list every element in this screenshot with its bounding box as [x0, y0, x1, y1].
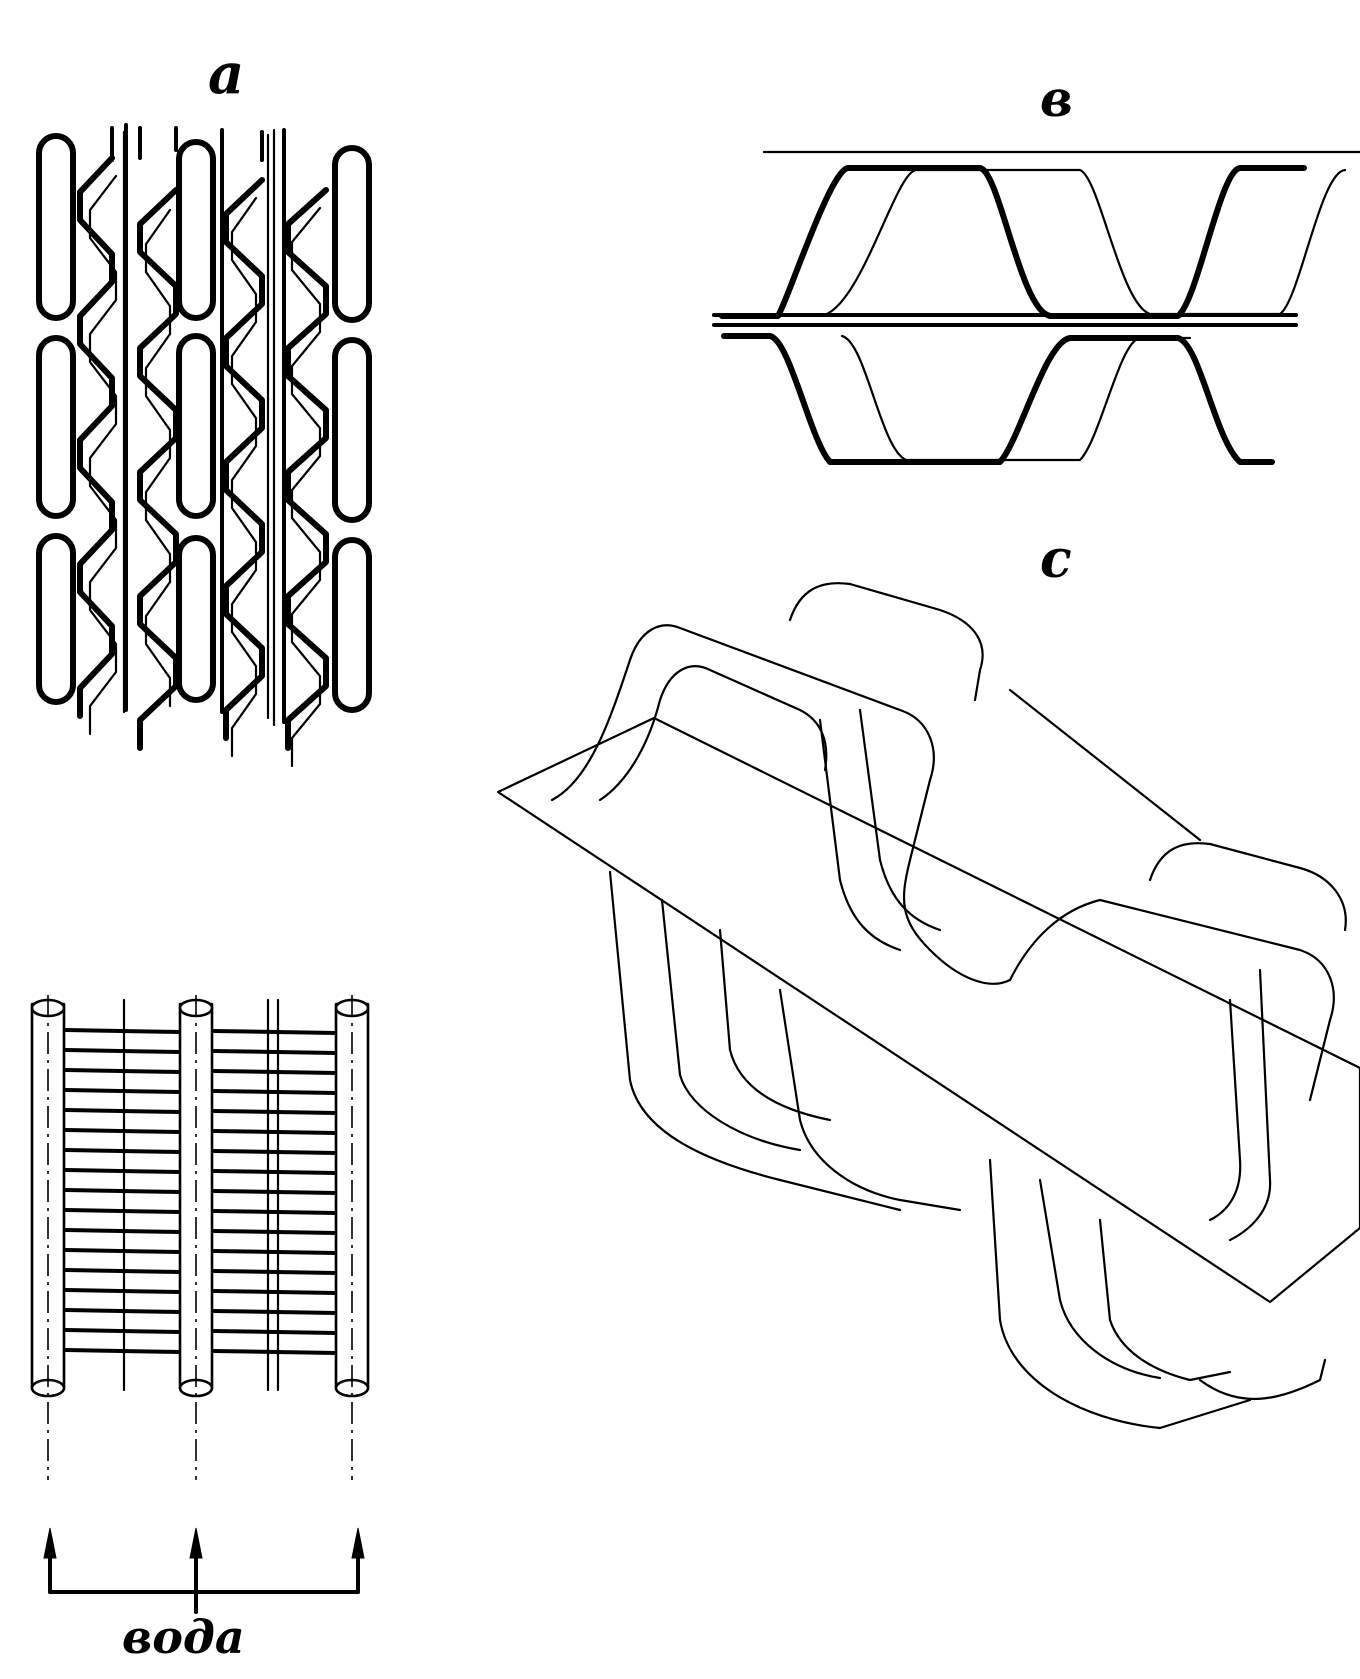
fin-line [212, 1289, 338, 1295]
oval-tube [36, 335, 76, 519]
upper-fin-back [818, 168, 1347, 318]
fin-line [212, 1089, 338, 1095]
upper-arch-1-inner [598, 665, 828, 802]
fin-line [212, 1149, 338, 1155]
figure-label-v: в [1040, 69, 1073, 128]
lower-loop [608, 870, 902, 1212]
oval-tube [332, 337, 372, 523]
zigzag-fin [290, 206, 322, 768]
fin-line [212, 1169, 338, 1175]
figure-label-a: а [208, 41, 245, 107]
fig-a-fin-plan-view [36, 123, 372, 768]
fin-line [212, 1049, 338, 1055]
oval-tube [332, 537, 372, 713]
zigzag-fin [144, 208, 172, 708]
zigzag-fin [230, 196, 258, 758]
fin-line [212, 1229, 338, 1235]
fin-line [212, 1129, 338, 1135]
lower-loop [1038, 1178, 1162, 1380]
fig-a-tube-bundle-side-view [30, 995, 370, 1480]
figure-label-c: с [1040, 529, 1072, 590]
water-label: вода [122, 1610, 245, 1664]
upper-arch-2-top [1148, 842, 1347, 932]
fin-line [212, 1209, 338, 1215]
fin-line [212, 1349, 338, 1355]
zigzag-fin [88, 174, 118, 736]
oval-tube [332, 145, 372, 323]
fig-v-corrugated-fin-profile [712, 150, 1360, 465]
oval-tube [36, 133, 76, 321]
fig-c-isometric-fin-assembly [496, 582, 1360, 1430]
zigzag-fin [137, 187, 179, 751]
zigzag-fin [285, 187, 329, 751]
lower-loop [778, 988, 962, 1212]
oval-tube [36, 533, 76, 705]
fin-line [212, 1109, 338, 1115]
upper-arch-1-top [788, 582, 984, 702]
arrow-head [43, 1527, 57, 1559]
upper-arch-1 [550, 624, 1012, 985]
oval-tube [176, 333, 216, 519]
lower-loop [660, 898, 802, 1152]
water-flow-arrows [43, 1527, 365, 1614]
fin-line [212, 1029, 338, 1035]
upper-arch-2-leg [1208, 998, 1242, 1222]
lower-loop [988, 1158, 1252, 1430]
zigzag-fin [223, 177, 265, 741]
lower-fin-back [840, 334, 1192, 462]
fin-line [212, 1189, 338, 1195]
oval-tube [176, 139, 216, 321]
upper-arch-1-leg [818, 718, 902, 952]
arrow-head [351, 1527, 365, 1559]
upper-arch-2 [1008, 898, 1335, 1102]
fin-line [212, 1249, 338, 1255]
sheet-edge [1008, 688, 1202, 842]
fin-line [212, 1269, 338, 1275]
oval-tube [176, 535, 216, 703]
upper-arch-2-leg [1228, 968, 1272, 1242]
lower-loop [1098, 1218, 1232, 1382]
lower-fin-front [721, 333, 1275, 465]
lower-loop-tail [1198, 1358, 1327, 1400]
arrow-head [189, 1527, 203, 1559]
fin-line [212, 1329, 338, 1335]
fin-line [212, 1309, 338, 1315]
upper-fin-front [719, 165, 1307, 319]
base-sheet [496, 716, 1360, 1304]
lower-loop [718, 928, 832, 1122]
fin-line [212, 1069, 338, 1075]
zigzag-fin [77, 155, 115, 719]
upper-arch-1-leg [858, 708, 942, 932]
